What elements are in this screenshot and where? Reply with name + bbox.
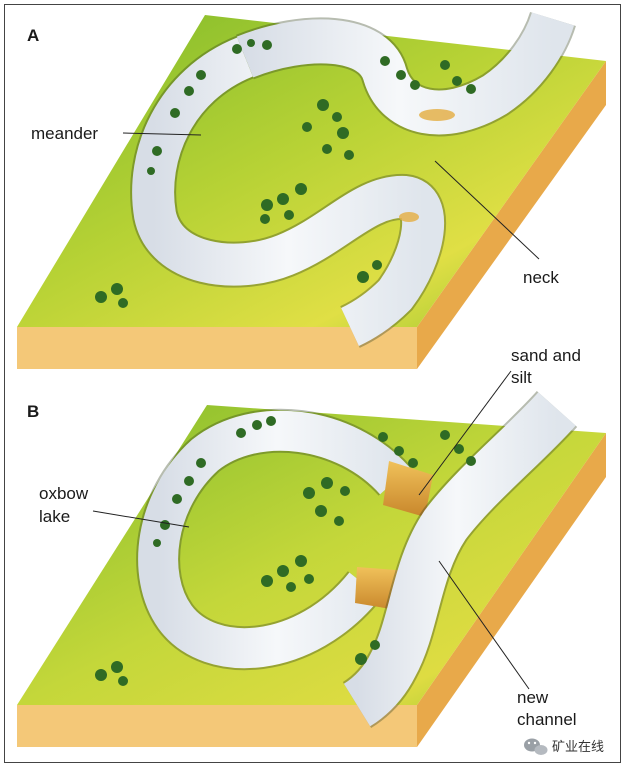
label-sand-line2: silt: [511, 368, 532, 387]
leader-oxbow: [92, 510, 190, 528]
label-oxbow-line1: oxbow: [39, 484, 89, 503]
river-a-upper: [236, 11, 575, 135]
block-b-front: [17, 705, 417, 747]
sand-bar-a1: [419, 109, 455, 121]
sand-bar-a2: [399, 212, 419, 222]
wechat-icon: [524, 738, 548, 755]
meander-diagram: A meander neck: [17, 11, 606, 755]
leader-neck: [434, 160, 540, 260]
label-channel-line1: new: [517, 688, 549, 707]
new-channel: [343, 392, 576, 727]
label-meander: meander: [31, 124, 98, 143]
trees-a: [95, 39, 476, 308]
leader-new-channel: [438, 560, 530, 690]
block-b-right: [417, 433, 606, 747]
label-oxbow-line2: lake: [39, 507, 70, 526]
leader-meander: [122, 132, 202, 136]
panel-letter-b: B: [27, 402, 39, 421]
label-sand-line1: sand and: [511, 346, 581, 365]
panel-b: B oxbow lake sand and silt new channel: [17, 346, 606, 747]
sand-silt-upper: [383, 461, 433, 517]
block-a-front: [17, 327, 417, 369]
river-a-loop-water: [132, 37, 445, 347]
oxbow-lake: [138, 410, 410, 669]
watermark-text: 矿业在线: [552, 739, 604, 754]
panel-a: A meander neck: [17, 11, 606, 369]
trees-b: [95, 416, 476, 686]
panel-letter-a: A: [27, 26, 39, 45]
label-channel-line2: channel: [517, 710, 577, 729]
block-a-right: [417, 61, 606, 369]
watermark: 矿业在线: [524, 738, 604, 755]
label-neck: neck: [523, 268, 559, 287]
diagram-frame: A meander neck: [4, 4, 621, 763]
leader-sand-silt: [418, 370, 512, 496]
